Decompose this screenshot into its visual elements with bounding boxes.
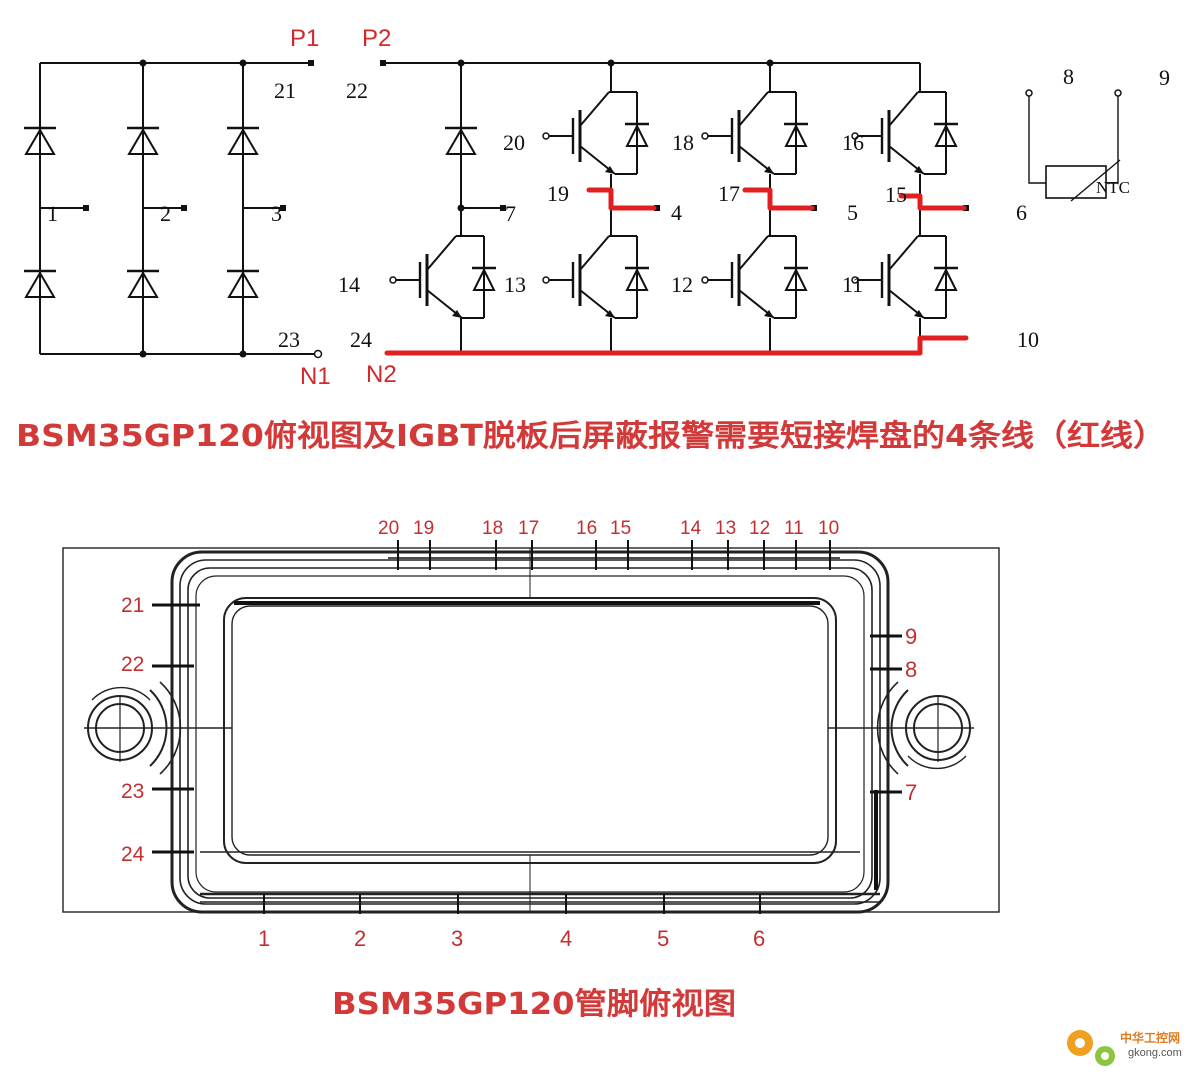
pkg-pin-9: 9 xyxy=(905,624,917,649)
pkg-pin-18: 18 xyxy=(482,518,503,539)
ntc-thermistor: NTC xyxy=(1025,89,1130,202)
pkg-pin-3: 3 xyxy=(451,926,463,951)
terminal-3: 3 xyxy=(271,201,282,226)
pkg-pin-24: 24 xyxy=(121,843,145,866)
rail-labels: P1 P2 N1 N2 xyxy=(290,25,397,390)
pkg-pin-22: 22 xyxy=(121,653,144,676)
terminal-11: 11 xyxy=(842,272,863,297)
terminal-20: 20 xyxy=(503,130,525,155)
red-jumper-15-6 xyxy=(898,193,967,211)
schematic-terminal-labels: 1 2 3 4 5 6 7 8 9 10 11 12 13 14 15 16 1… xyxy=(47,64,1170,352)
pkg-pin-21: 21 xyxy=(121,594,144,617)
terminal-7: 7 xyxy=(505,201,516,226)
terminal-2: 2 xyxy=(160,201,171,226)
pkg-pin-6: 6 xyxy=(753,926,765,951)
terminal-15: 15 xyxy=(885,182,907,207)
terminal-12: 12 xyxy=(671,272,693,297)
pkg-pin-8: 8 xyxy=(905,657,917,682)
red-jumper-19-4 xyxy=(586,187,657,211)
red-jumper-17-5 xyxy=(742,187,815,211)
terminal-17: 17 xyxy=(718,181,740,206)
package-outline xyxy=(62,540,1000,914)
terminal-10: 10 xyxy=(1017,327,1039,352)
label-p2: P2 xyxy=(362,25,391,52)
schematic-caption: BSM35GP120俯视图及IGBT脱板后屏蔽报警需要短接焊盘的4条线（红线） xyxy=(16,419,1166,454)
terminal-5: 5 xyxy=(847,200,858,225)
label-n1: N1 xyxy=(300,363,331,390)
terminal-8: 8 xyxy=(1063,64,1074,89)
red-jumper-n2-10 xyxy=(384,335,969,356)
terminal-22: 22 xyxy=(346,78,368,103)
terminal-14: 14 xyxy=(338,272,360,297)
pkg-pin-4: 4 xyxy=(560,926,572,951)
terminal-24: 24 xyxy=(350,327,372,352)
package-caption: BSM35GP120管脚俯视图 xyxy=(332,987,736,1022)
pkg-pin-15: 15 xyxy=(610,518,631,539)
terminal-6: 6 xyxy=(1016,200,1027,225)
watermark-name: 中华工控网 xyxy=(1120,1030,1180,1045)
package-bottom-pin-labels: 1 2 3 4 5 6 xyxy=(258,926,765,951)
pkg-pin-19: 19 xyxy=(413,518,434,539)
pkg-pin-16: 16 xyxy=(576,518,597,539)
gkong-watermark-logo: 中华工控网 gkong.com xyxy=(1067,1030,1182,1066)
terminal-1: 1 xyxy=(47,201,58,226)
ntc-label: NTC xyxy=(1096,178,1130,197)
terminal-21: 21 xyxy=(274,78,296,103)
terminal-18: 18 xyxy=(672,130,694,155)
package-left-pin-labels: 21 22 23 24 xyxy=(121,594,145,866)
rectifier-bridge xyxy=(22,59,323,359)
watermark-url: gkong.com xyxy=(1128,1047,1182,1059)
package-right-pin-labels: 9 8 7 xyxy=(905,624,917,805)
pkg-pin-10: 10 xyxy=(818,518,839,539)
pkg-pin-1: 1 xyxy=(258,926,270,951)
pkg-pin-13: 13 xyxy=(715,518,736,539)
pkg-pin-2: 2 xyxy=(354,926,366,951)
pkg-pin-7: 7 xyxy=(905,780,917,805)
pkg-pin-11: 11 xyxy=(784,518,804,539)
terminal-23: 23 xyxy=(278,327,300,352)
terminal-16: 16 xyxy=(842,130,864,155)
terminal-9: 9 xyxy=(1159,65,1170,90)
terminal-4: 4 xyxy=(671,200,682,225)
pkg-pin-20: 20 xyxy=(378,518,399,539)
pkg-pin-12: 12 xyxy=(749,518,770,539)
pkg-pin-5: 5 xyxy=(657,926,669,951)
pkg-pin-23: 23 xyxy=(121,780,144,803)
label-n2: N2 xyxy=(366,361,397,388)
terminal-19: 19 xyxy=(547,181,569,206)
terminal-13: 13 xyxy=(504,272,526,297)
label-p1: P1 xyxy=(290,25,319,52)
pkg-pin-17: 17 xyxy=(518,518,539,539)
pkg-pin-14: 14 xyxy=(680,518,702,539)
red-jumper-lines xyxy=(384,187,969,356)
package-top-pin-labels: 20 19 18 17 16 15 14 13 12 11 10 xyxy=(378,518,839,539)
